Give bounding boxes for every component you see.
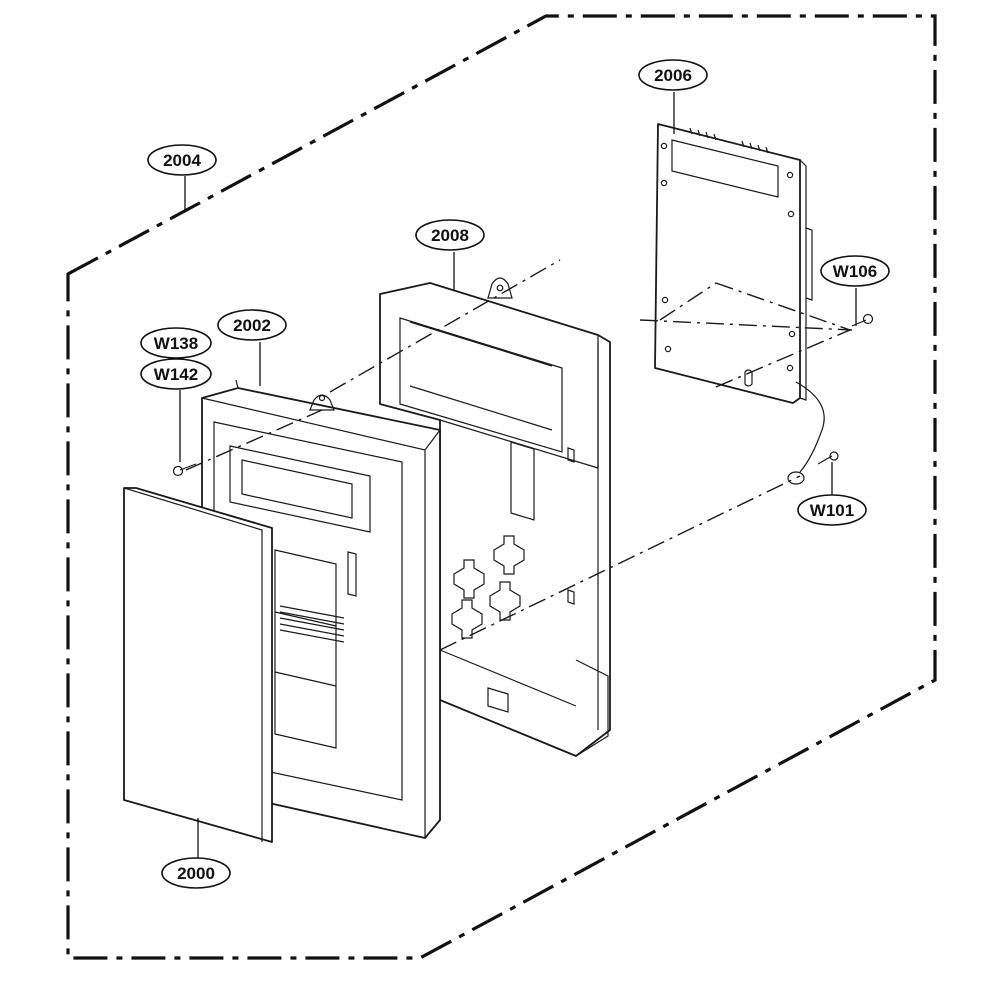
svg-text:2000: 2000 bbox=[177, 864, 215, 883]
control-bracket bbox=[379, 277, 611, 757]
svg-text:W142: W142 bbox=[154, 365, 198, 384]
callout-2006: 2006 bbox=[638, 59, 708, 91]
callout-w138: W138 bbox=[140, 327, 212, 359]
callout-w101: W101 bbox=[797, 494, 867, 526]
ground-wire bbox=[787, 381, 839, 485]
screw-w106 bbox=[851, 313, 874, 327]
assembly-boundary bbox=[66, 14, 937, 960]
callout-w106: W106 bbox=[820, 255, 890, 287]
callout-2008: 2008 bbox=[415, 219, 485, 251]
front-membrane-sheet bbox=[123, 487, 273, 843]
svg-text:2002: 2002 bbox=[233, 316, 271, 335]
alignment-lines bbox=[185, 259, 853, 651]
svg-text:2004: 2004 bbox=[163, 151, 201, 170]
callout-2000: 2000 bbox=[161, 857, 231, 889]
pcb-board bbox=[654, 123, 851, 404]
svg-text:W106: W106 bbox=[833, 262, 877, 281]
callout-2004: 2004 bbox=[147, 144, 217, 176]
callout-2002: 2002 bbox=[217, 309, 287, 341]
callout-w142: W142 bbox=[140, 358, 212, 390]
svg-text:2008: 2008 bbox=[431, 226, 469, 245]
svg-text:2006: 2006 bbox=[654, 66, 692, 85]
svg-text:W138: W138 bbox=[154, 334, 198, 353]
leader-lines bbox=[179, 92, 857, 860]
screw-w142 bbox=[172, 463, 197, 477]
svg-text:W101: W101 bbox=[810, 501, 854, 520]
